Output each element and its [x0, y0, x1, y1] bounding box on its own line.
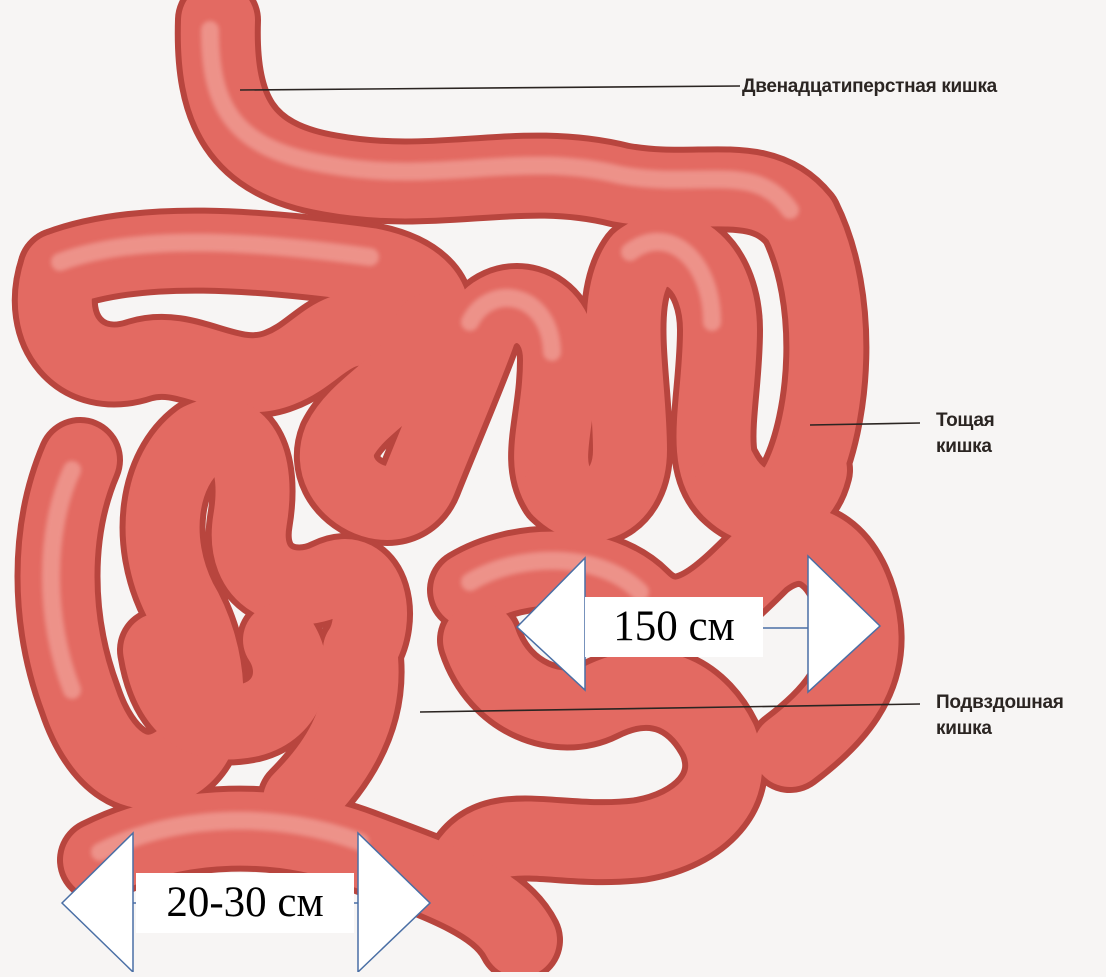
- label-ileum: Подвздошная кишка: [936, 690, 1064, 742]
- label-duodenum: Двенадцатиперстная кишка: [742, 74, 997, 100]
- measurement-150: 150 см: [585, 597, 763, 657]
- label-ileum-line2: кишка: [936, 716, 1064, 742]
- label-jejunum-line1: Тощая: [936, 408, 994, 434]
- label-duodenum-text: Двенадцатиперстная кишка: [742, 74, 997, 100]
- small-intestine: [51, 20, 862, 940]
- measurement-20-30: 20-30 см: [136, 873, 354, 933]
- label-ileum-line1: Подвздошная: [936, 690, 1064, 716]
- label-jejunum-line2: кишка: [936, 434, 994, 460]
- label-jejunum: Тощая кишка: [936, 408, 994, 460]
